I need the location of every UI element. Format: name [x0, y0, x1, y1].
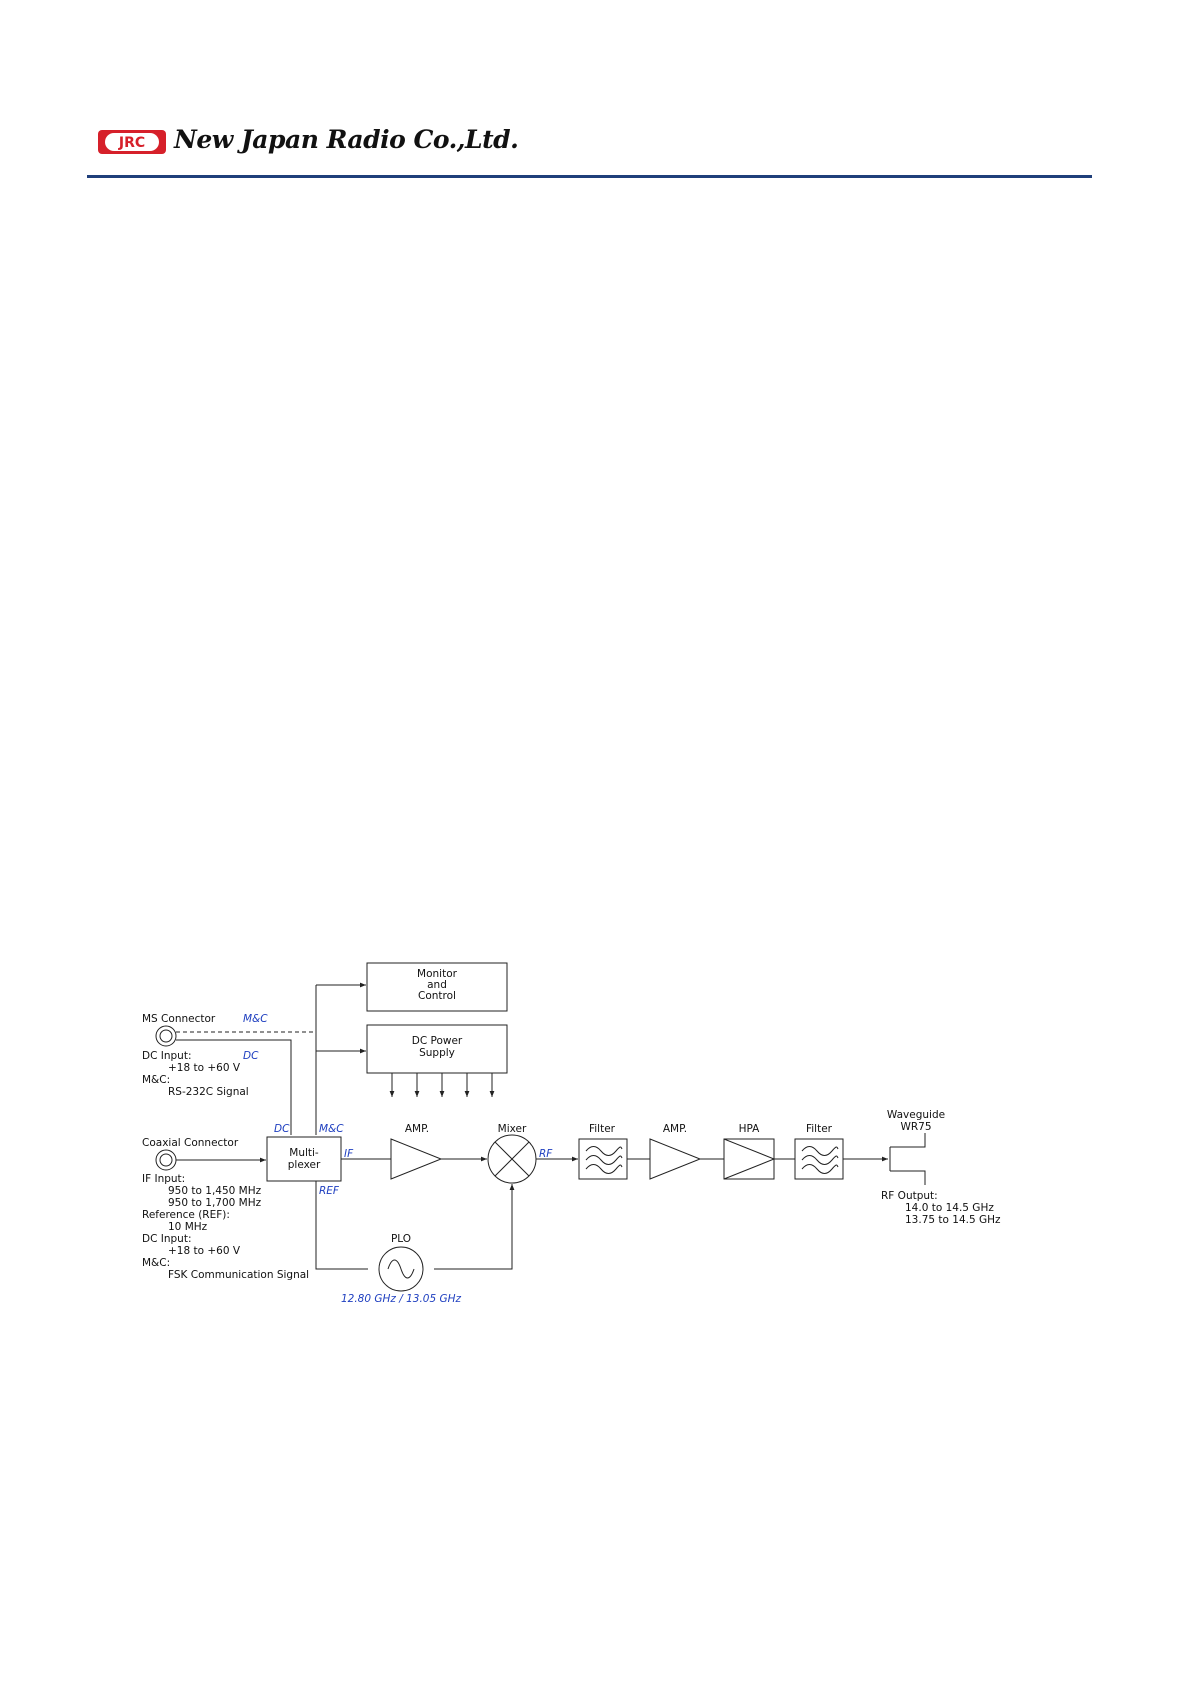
filter2-block	[794, 1138, 844, 1180]
block-diagram: MS Connector DC Input: +18 to +60 V M&C:…	[142, 962, 1001, 1305]
ms-connector-icon	[155, 1025, 177, 1047]
logo-text: JRC	[118, 135, 145, 151]
monitor-control-block	[366, 962, 508, 1012]
filter2-label: Filter	[806, 1123, 833, 1135]
ref-to-plo-line	[315, 1181, 368, 1270]
coax-line-0: IF Input:	[142, 1173, 185, 1185]
page-header: JRC New Japan Radio Co.,Ltd.	[87, 125, 1092, 181]
ms-dc-line	[176, 1039, 292, 1135]
rf-signal: RF	[539, 1148, 553, 1160]
dc-power-outputs	[389, 1073, 495, 1097]
multiplexer-block	[266, 1136, 342, 1182]
logo-oval	[105, 133, 159, 151]
jrc-logo: JRC	[98, 130, 166, 154]
hpa-block	[723, 1138, 776, 1180]
mux-dc-signal: DC	[274, 1123, 290, 1135]
plo-label: PLO	[391, 1233, 411, 1245]
coax-line-1: 950 to 1,450 MHz	[168, 1185, 262, 1197]
monitor-line-2: Control	[418, 990, 456, 1002]
waveguide-line-1: WR75	[900, 1121, 931, 1133]
monitor-line-1: and	[427, 979, 447, 991]
amp2-triangle	[649, 1138, 702, 1180]
mux-mc-signal: M&C	[319, 1123, 344, 1135]
if-signal: IF	[344, 1148, 354, 1160]
rf-output-line-0: RF Output:	[881, 1190, 938, 1202]
ms-connector-title: MS Connector	[142, 1013, 216, 1025]
coax-connector-title: Coaxial Connector	[142, 1137, 239, 1149]
coax-line-2: 950 to 1,700 MHz	[168, 1197, 262, 1209]
filter1-block	[578, 1138, 628, 1180]
coax-line-5: DC Input:	[142, 1233, 191, 1245]
amp2-label: AMP.	[663, 1123, 687, 1135]
company-name: New Japan Radio Co.,Ltd.	[174, 125, 519, 154]
dc-power-line-1: Supply	[419, 1047, 455, 1059]
amp1-triangle	[390, 1138, 443, 1180]
coax-line-4: 10 MHz	[168, 1221, 208, 1233]
ms-line-1: +18 to +60 V	[168, 1062, 241, 1074]
hpa-label: HPA	[739, 1123, 761, 1135]
ms-line-2: M&C:	[142, 1074, 170, 1086]
ref-signal: REF	[319, 1185, 340, 1197]
waveguide-symbol	[889, 1133, 926, 1185]
monitor-line-0: Monitor	[417, 968, 458, 980]
coax-line-8: FSK Communication Signal	[168, 1269, 309, 1281]
mixer-label: Mixer	[498, 1123, 527, 1135]
filter1-label: Filter	[589, 1123, 616, 1135]
rf-output-line-1: 14.0 to 14.5 GHz	[905, 1202, 994, 1214]
multiplexer-line-0: Multi-	[289, 1147, 319, 1159]
mixer-symbol	[487, 1134, 537, 1184]
multiplexer-line-1: plexer	[288, 1159, 321, 1171]
coax-line-3: Reference (REF):	[142, 1209, 230, 1221]
dc-power-line-0: DC Power	[412, 1035, 463, 1047]
amp1-label: AMP.	[405, 1123, 429, 1135]
plo-to-mixer-line	[434, 1184, 515, 1270]
coax-line-7: M&C:	[142, 1257, 170, 1269]
coax-connector-icon	[155, 1149, 177, 1171]
ms-mc-signal: M&C	[243, 1013, 268, 1025]
coax-line-6: +18 to +60 V	[168, 1245, 241, 1257]
ms-line-3: RS-232C Signal	[168, 1086, 249, 1098]
ms-dc-signal: DC	[243, 1050, 259, 1062]
rf-output-line-2: 13.75 to 14.5 GHz	[905, 1214, 1001, 1226]
waveguide-line-0: Waveguide	[887, 1109, 945, 1121]
header-rule	[87, 175, 1092, 178]
plo-oscillator-symbol	[378, 1246, 424, 1292]
plo-frequency: 12.80 GHz / 13.05 GHz	[341, 1293, 462, 1305]
ms-line-0: DC Input:	[142, 1050, 191, 1062]
dc-power-supply-block	[366, 1024, 508, 1074]
